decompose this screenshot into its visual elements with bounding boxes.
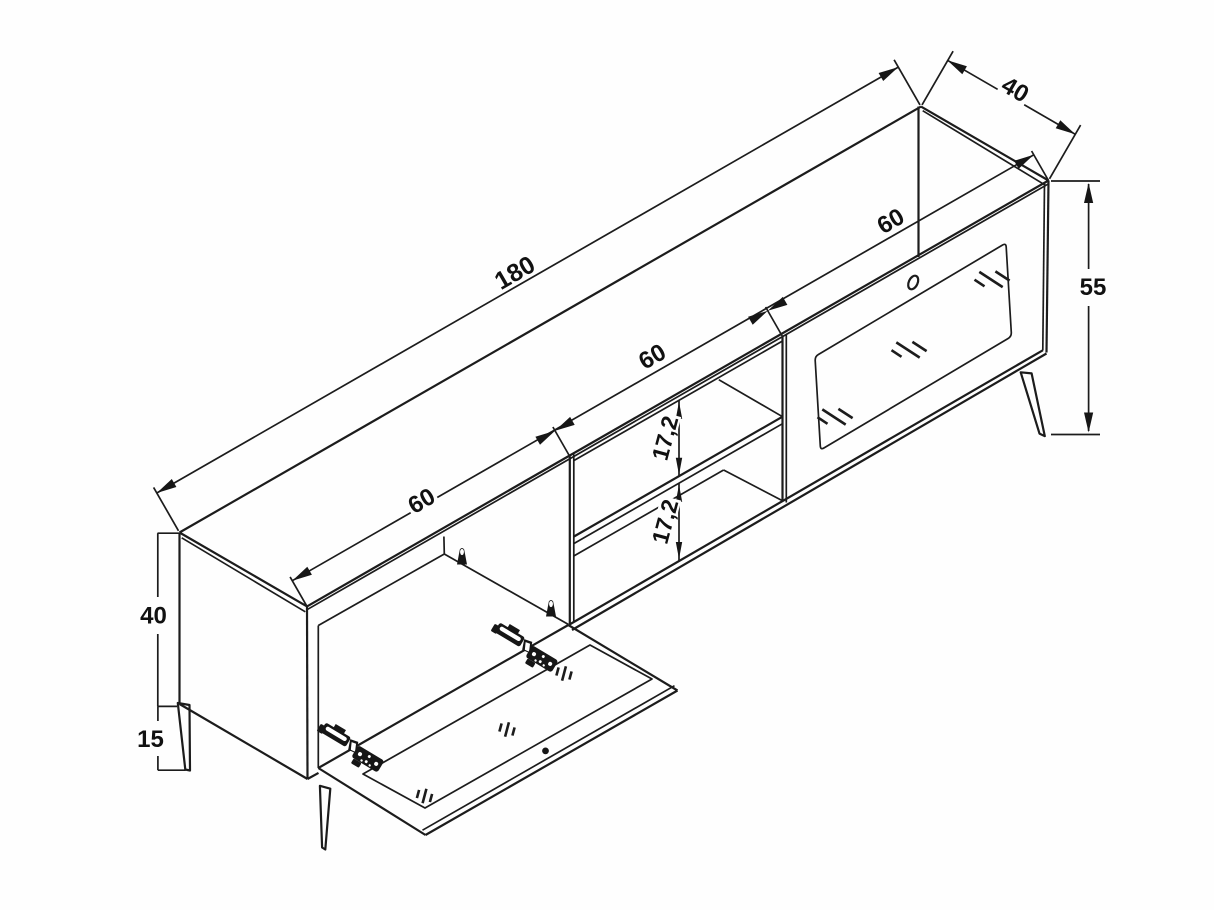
svg-text:40: 40 — [140, 603, 167, 630]
svg-text:15: 15 — [137, 726, 164, 753]
svg-text:55: 55 — [1080, 274, 1107, 301]
